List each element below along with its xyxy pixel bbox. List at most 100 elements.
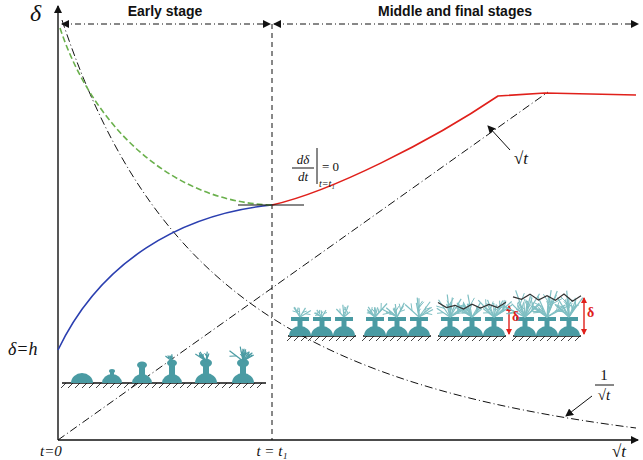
dendrite-branch <box>502 305 504 312</box>
dendrite-branch <box>375 309 377 313</box>
dendrite-branch <box>416 303 419 317</box>
dendrite-branch <box>561 309 566 311</box>
substrate-hatch <box>526 336 531 341</box>
substrate-hatch <box>152 383 157 388</box>
substrate-hatch <box>561 336 566 341</box>
substrate-hatch <box>547 336 552 341</box>
evaluation-bar <box>317 148 318 184</box>
early-decay-curve <box>60 28 272 205</box>
substrate-hatch <box>465 336 470 341</box>
dendrite-branch <box>303 311 307 312</box>
deposit-stalk <box>342 320 347 336</box>
dendrite-branch <box>367 312 371 313</box>
dendrite-branch <box>436 306 444 308</box>
substrate-hatch <box>336 336 341 341</box>
substrate-hatch <box>397 336 402 341</box>
substrate-hatch <box>568 336 573 341</box>
dendrite-branch <box>485 299 486 308</box>
dendrite-branch <box>555 310 562 311</box>
deposit-cap <box>463 317 481 321</box>
substrate-hatch <box>215 383 220 388</box>
substrate-hatch <box>117 383 122 388</box>
dendrite-branch <box>418 301 422 307</box>
thickness-label: δ <box>512 309 519 324</box>
curve-label: √t <box>598 387 610 404</box>
substrate-hatch <box>404 336 409 341</box>
dendrite-branch <box>171 356 172 361</box>
substrate-hatch <box>131 383 136 388</box>
dendrite-branch <box>165 356 172 361</box>
substrate-hatch <box>575 336 580 341</box>
substrate-hatch <box>479 336 484 341</box>
tangent-line <box>238 204 304 205</box>
fraction-bar <box>595 385 614 386</box>
substrate-hatch <box>250 383 255 388</box>
substrate-hatch <box>472 336 477 341</box>
deposit-stalk <box>470 320 475 336</box>
nucleus-dome <box>71 373 93 383</box>
substrate-hatch <box>540 336 545 341</box>
dendrite-branch <box>347 311 349 314</box>
stage-divider <box>272 24 273 440</box>
dendrite-branch <box>167 355 169 358</box>
substrate-hatch <box>533 336 538 341</box>
dendrite-branch <box>243 355 252 361</box>
dendrite-branch <box>483 312 489 313</box>
deposit-stalk <box>545 320 550 336</box>
deposit-cap <box>366 317 384 321</box>
substrate-hatch <box>103 383 108 388</box>
dendrite-branch <box>564 301 569 307</box>
dendrite-branch <box>569 300 576 317</box>
substrate-hatch <box>61 383 66 388</box>
substrate-hatch <box>208 383 213 388</box>
dendrite-branch <box>569 304 576 317</box>
substrate-hatch <box>301 336 306 341</box>
dendrite-branch <box>525 298 532 317</box>
stage-span <box>274 24 638 25</box>
formula-part: dt <box>298 170 308 184</box>
substrate-hatch <box>68 383 73 388</box>
leader-arrow <box>488 126 510 150</box>
deposit-stalk <box>395 320 400 336</box>
dendrite-branch <box>532 311 539 312</box>
substrate-hatch <box>82 383 87 388</box>
substrate-hatch <box>444 336 449 341</box>
dendrite-branch <box>248 354 249 358</box>
substrate-hatch <box>308 336 313 341</box>
dendrite-branch <box>199 355 206 361</box>
curve-label: √t <box>512 150 530 169</box>
substrate-hatch <box>362 336 367 341</box>
dendrite-branch <box>555 304 564 307</box>
early-growth-curve <box>58 205 272 350</box>
early-stage-illustration <box>61 347 266 388</box>
dendrite-branch <box>437 312 443 314</box>
dendrite-branch <box>243 351 246 355</box>
dendrite-branch <box>205 353 207 356</box>
substrate-hatch <box>294 336 299 341</box>
late-stage-illustration <box>287 290 584 341</box>
dendrite-branch <box>305 313 310 315</box>
dendrite-branch <box>230 355 237 356</box>
inverse-sqrt-curve <box>62 20 636 428</box>
substrate-hatch <box>159 383 164 388</box>
dendrite-branch <box>383 313 390 314</box>
substrate-hatch <box>138 383 143 388</box>
deposit-cap <box>538 317 556 321</box>
deposit-cap <box>560 317 578 321</box>
substrate-hatch <box>287 336 292 341</box>
axis-label: δ <box>30 0 41 26</box>
dendrite-branch <box>571 305 572 311</box>
deposit-stalk <box>567 320 572 336</box>
deposit-cap <box>335 317 353 321</box>
dendrite-branch <box>321 310 323 317</box>
substrate-hatch <box>173 383 178 388</box>
substrate-hatch <box>451 336 456 341</box>
dendrite-branch <box>532 306 547 317</box>
dendrite-branch <box>472 309 482 317</box>
stage-span <box>62 24 270 25</box>
substrate-hatch <box>315 336 320 341</box>
x-axis <box>58 439 638 440</box>
curve-label: 1 <box>600 367 608 384</box>
